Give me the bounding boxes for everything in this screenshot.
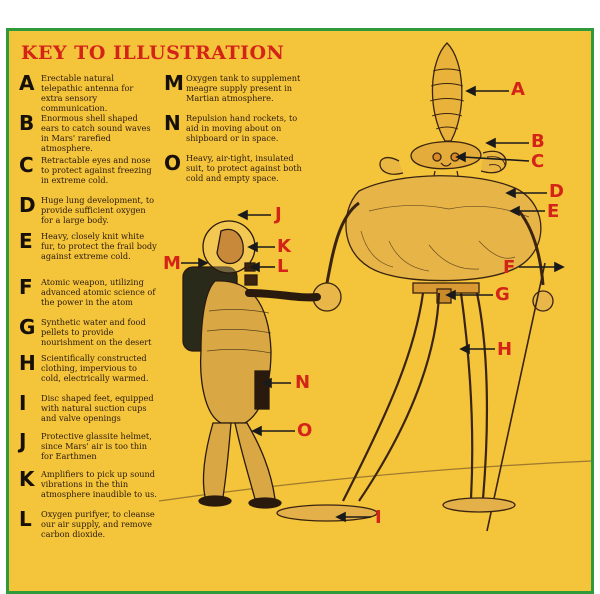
key-letter: K: [19, 467, 35, 491]
key-letter: I: [19, 391, 27, 415]
head-shape: [410, 140, 482, 170]
key-item-h: H Scientifically constructed clothing, i…: [19, 353, 157, 383]
key-description: Atomic weapon, utilizing advanced atomic…: [41, 277, 156, 307]
key-item-j: J Protective glassite helmet, since Mars…: [19, 431, 157, 461]
key-item-c: C Retractable eyes and nose to protect a…: [19, 155, 157, 185]
key-description: Enormous shell shaped ears to catch soun…: [41, 113, 151, 153]
key-description: Oxygen tank to supplement meagre supply …: [186, 73, 301, 103]
key-description: Disc shaped feet, equipped with natural …: [41, 393, 154, 423]
key-item-k: K Amplifiers to pick up sound vibrations…: [19, 469, 157, 499]
key-item-l: L Oxygen purifyer, to cleanse our air su…: [19, 509, 157, 539]
astronaut-head: [216, 228, 244, 265]
key-item-g: G Synthetic water and food pellets to pr…: [19, 317, 157, 347]
key-description: Erectable natural telepathic antenna for…: [41, 73, 134, 113]
key-description: Heavy, air-tight, insulated suit, to pro…: [186, 153, 302, 183]
key-description: Repulsion hand rockets, to aid in moving…: [186, 113, 298, 143]
key-description: Heavy, closely knit white fur, to protec…: [41, 231, 157, 261]
callout-k: K: [277, 236, 291, 257]
key-item-d: D Huge lung development, to provide suff…: [19, 195, 157, 225]
key-letter: D: [19, 193, 36, 217]
purifier-shape: [244, 274, 258, 286]
key-description: Oxygen purifyer, to cleanse our air supp…: [41, 509, 155, 539]
callout-n: N: [295, 372, 311, 393]
astronaut-left-leg: [202, 422, 232, 498]
key-letter: M: [164, 71, 184, 95]
astronaut-right-leg: [234, 422, 276, 500]
key-description: Retractable eyes and nose to protect aga…: [41, 155, 152, 185]
key-item-e: E Heavy, closely knit white fur, to prot…: [19, 231, 157, 261]
key-letter: A: [19, 71, 35, 95]
martian-and-astronaut-illustration: [158, 42, 591, 532]
key-item-n: N Repulsion hand rockets, to aid in movi…: [164, 113, 308, 143]
key-letter: N: [164, 111, 181, 135]
key-letter: F: [19, 275, 33, 299]
key-item-a: A Erectable natural telepathic antenna f…: [19, 73, 157, 113]
callout-b: B: [531, 131, 545, 152]
callout-h: H: [497, 339, 513, 360]
callout-e: E: [547, 201, 560, 222]
left-ear-shape: [379, 156, 404, 175]
key-description: Huge lung development, to provide suffic…: [41, 195, 155, 225]
key-letter: B: [19, 111, 35, 135]
key-letter: E: [19, 229, 33, 253]
key-letter: G: [19, 315, 36, 339]
callout-a: A: [511, 79, 525, 100]
callout-l: L: [277, 256, 289, 277]
disc-foot-left: [276, 504, 378, 522]
key-letter: J: [19, 429, 27, 453]
key-title: KEY TO ILLUSTRATION: [21, 42, 285, 64]
antenna-shape: [431, 42, 463, 142]
key-item-m: M Oxygen tank to supplement meagre suppl…: [164, 73, 308, 103]
astronaut-arm: [245, 289, 321, 302]
key-item-f: F Atomic weapon, utilizing advanced atom…: [19, 277, 157, 307]
illustration-panel: KEY TO ILLUSTRATION A Erectable natural …: [6, 28, 594, 594]
hand-rocket-holster: [254, 370, 270, 410]
key-letter: C: [19, 153, 34, 177]
key-letter: L: [19, 507, 32, 531]
key-description: Protective glassite helmet, since Mars' …: [41, 431, 152, 461]
key-description: Amplifiers to pick up sound vibrations i…: [41, 469, 157, 499]
atomic-weapon-staff: [486, 262, 546, 532]
chest-shape: [345, 175, 542, 282]
callout-o: O: [297, 420, 313, 441]
martian-left-arm: [325, 201, 360, 284]
key-description: Scientifically constructed clothing, imp…: [41, 353, 149, 383]
callout-arrows: [181, 85, 565, 523]
callout-f: F: [503, 257, 516, 278]
martian-figure: [276, 42, 554, 532]
key-item-o: O Heavy, air-tight, insulated suit, to p…: [164, 153, 308, 183]
callout-d: D: [549, 181, 564, 202]
disc-foot-right: [442, 497, 516, 513]
eye-shape: [432, 152, 442, 162]
callout-g: G: [495, 284, 510, 305]
key-letter: O: [164, 151, 182, 175]
callout-c: C: [531, 151, 545, 172]
key-item-i: I Disc shaped feet, equipped with natura…: [19, 393, 157, 423]
martian-left-leg: [342, 292, 425, 502]
callout-j: J: [275, 204, 282, 225]
key-letter: H: [19, 351, 36, 375]
astronaut-figure: [182, 220, 321, 509]
martian-right-leg: [459, 292, 474, 500]
key-item-b: B Enormous shell shaped ears to catch so…: [19, 113, 157, 153]
callout-m: M: [163, 253, 181, 274]
key-description: Synthetic water and food pellets to prov…: [41, 317, 152, 347]
callout-i: I: [375, 507, 382, 528]
right-ear-shape: [480, 150, 507, 174]
